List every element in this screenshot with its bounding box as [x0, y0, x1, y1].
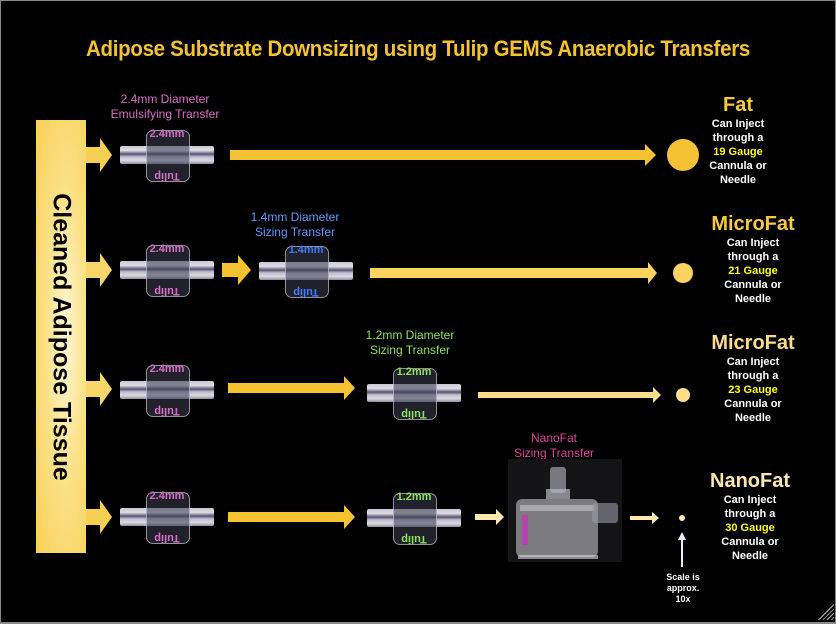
microfat-21-dot [673, 263, 693, 283]
scale-arrow-icon [678, 532, 686, 567]
nanofat-transfer-device [508, 459, 622, 562]
outcome-microfat-23: MicroFat Can Inject through a 23 Gauge C… [693, 331, 813, 425]
outcome-nanofat: NanoFat Can Inject through a 30 Gauge Ca… [690, 469, 810, 563]
label-nanofat-sizing: NanoFat Sizing Transfer [513, 431, 595, 460]
label-1-2mm-sizing: 1.2mm Diameter Sizing Transfer [365, 328, 455, 357]
outcome-microfat-21: MicroFat Can Inject through a 21 Gauge C… [693, 212, 813, 306]
transfer-device-2-4mm: 2.4mm Tulip [120, 241, 214, 299]
source-arrow-row3 [86, 372, 112, 406]
nanofat-dot [679, 515, 685, 521]
transfer-device-1-2mm: 1.2mm Tulip [367, 489, 461, 547]
flow-arrow-row2a [222, 255, 251, 285]
transfer-device-1-4mm: 1.4mm Tulip [259, 242, 353, 300]
microfat-23-dot [676, 388, 690, 402]
flow-arrow-row3b [478, 387, 661, 403]
gauge-value: 30 Gauge [725, 522, 775, 534]
gauge-value: 21 Gauge [728, 265, 778, 277]
label-1-4mm-sizing: 1.4mm Diameter Sizing Transfer [250, 210, 340, 239]
transfer-device-2-4mm: 2.4mm Tulip [120, 126, 214, 184]
transfer-device-1-2mm: 1.2mm Tulip [367, 364, 461, 422]
gauge-value: 19 Gauge [713, 146, 763, 158]
flow-arrow-row4a [228, 505, 355, 529]
source-arrow-row2 [86, 253, 112, 287]
nanofat-device-illustration [508, 459, 622, 562]
transfer-device-2-4mm: 2.4mm Tulip [120, 361, 214, 419]
slide-title: Adipose Substrate Downsizing using Tulip… [86, 36, 750, 61]
transfer-device-2-4mm: 2.4mm Tulip [120, 488, 214, 546]
flow-arrow-row4b [475, 509, 504, 525]
flow-arrow-row4c [630, 512, 659, 524]
scale-note: Scale is approx. 10x [666, 572, 700, 604]
outcome-fat: Fat Can Inject through a 19 Gauge Cannul… [678, 93, 798, 187]
source-arrow-row1 [86, 138, 112, 172]
flow-arrow-row3a [228, 376, 355, 400]
source-arrow-row4 [86, 500, 112, 534]
flow-arrow-row2b [370, 262, 657, 284]
flow-arrow-row1 [230, 144, 656, 166]
fat-particle-dot [667, 139, 699, 171]
source-bar: Cleaned Adipose Tissue [36, 120, 86, 553]
gauge-value: 23 Gauge [728, 384, 778, 396]
label-2-4mm-emulsifying: 2.4mm Diameter Emulsifying Transfer [110, 92, 220, 121]
